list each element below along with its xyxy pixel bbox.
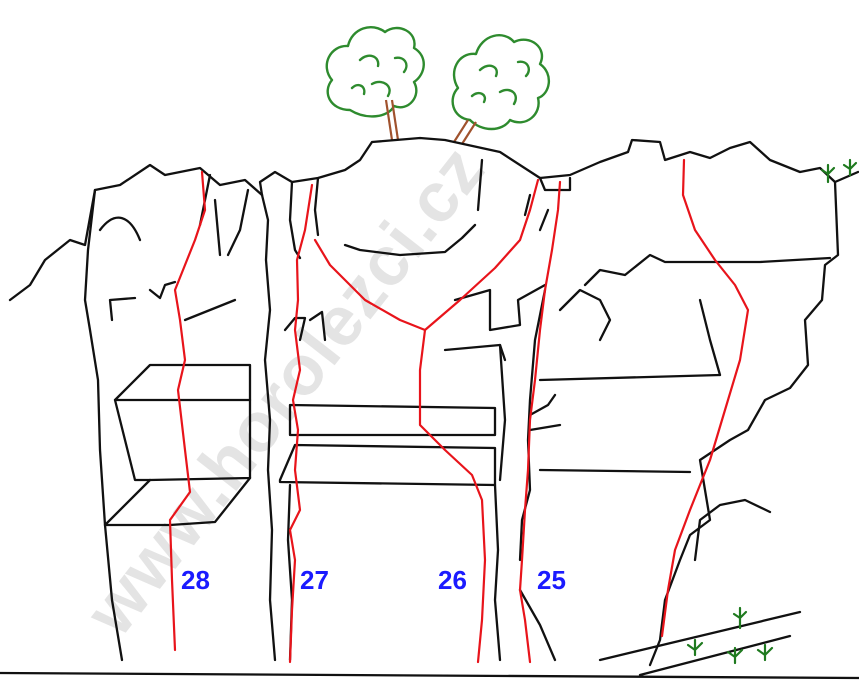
route-number-27: 27 [300,565,329,595]
route-number-labels: 28 27 26 25 [181,565,566,595]
shrub-icons [688,160,856,663]
watermark-text: www.horolezci.cz [70,131,500,650]
route-number-28: 28 [181,565,210,595]
route-number-25: 25 [537,565,566,595]
route-number-26: 26 [438,565,467,595]
tree-left-icon [327,27,424,140]
route-line-right [662,160,748,636]
tree-right-icon [453,35,549,144]
